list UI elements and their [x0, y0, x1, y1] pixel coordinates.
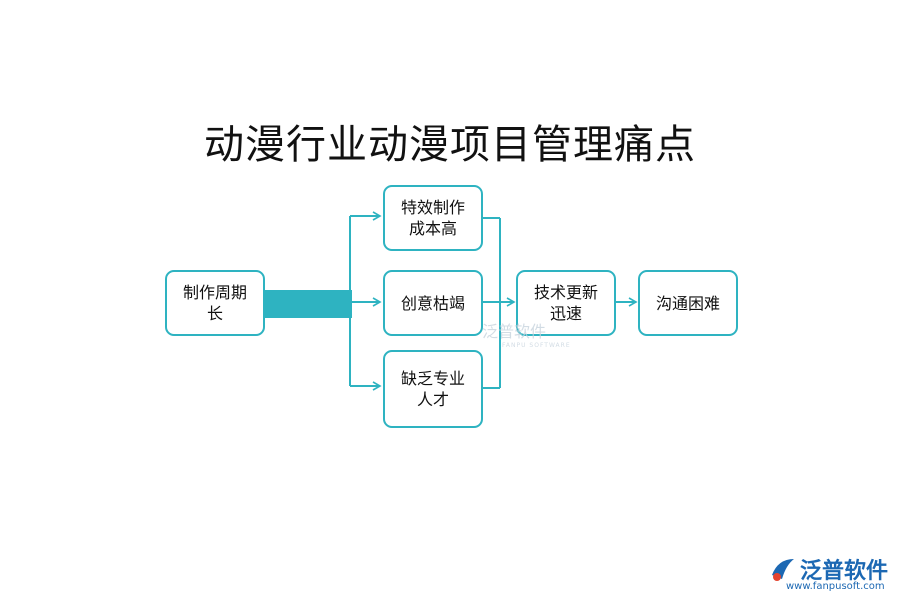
watermark-text: 泛普软件 [482, 322, 547, 341]
node-effects: 特效制作成本高 [383, 185, 483, 251]
logo-mark-icon [772, 559, 794, 581]
node-source: 制作周期长 [165, 270, 265, 336]
watermark-sub: FANPU SOFTWARE [502, 342, 571, 349]
thick-connector-bar [264, 290, 352, 318]
node-creative: 创意枯竭 [383, 270, 483, 336]
logo-name: 泛普软件 [800, 559, 889, 584]
node-communication: 沟通困难 [638, 270, 738, 336]
brand-logo: 泛普软件 www.fanpusoft.com [768, 553, 898, 597]
node-tech: 技术更新迅速 [516, 270, 616, 336]
watermark: 泛普软件 FANPU SOFTWARE [482, 318, 571, 349]
node-talent: 缺乏专业人才 [383, 350, 483, 428]
diagram-title: 动漫行业动漫项目管理痛点 [204, 122, 696, 168]
logo-url: www.fanpusoft.com [786, 581, 885, 592]
